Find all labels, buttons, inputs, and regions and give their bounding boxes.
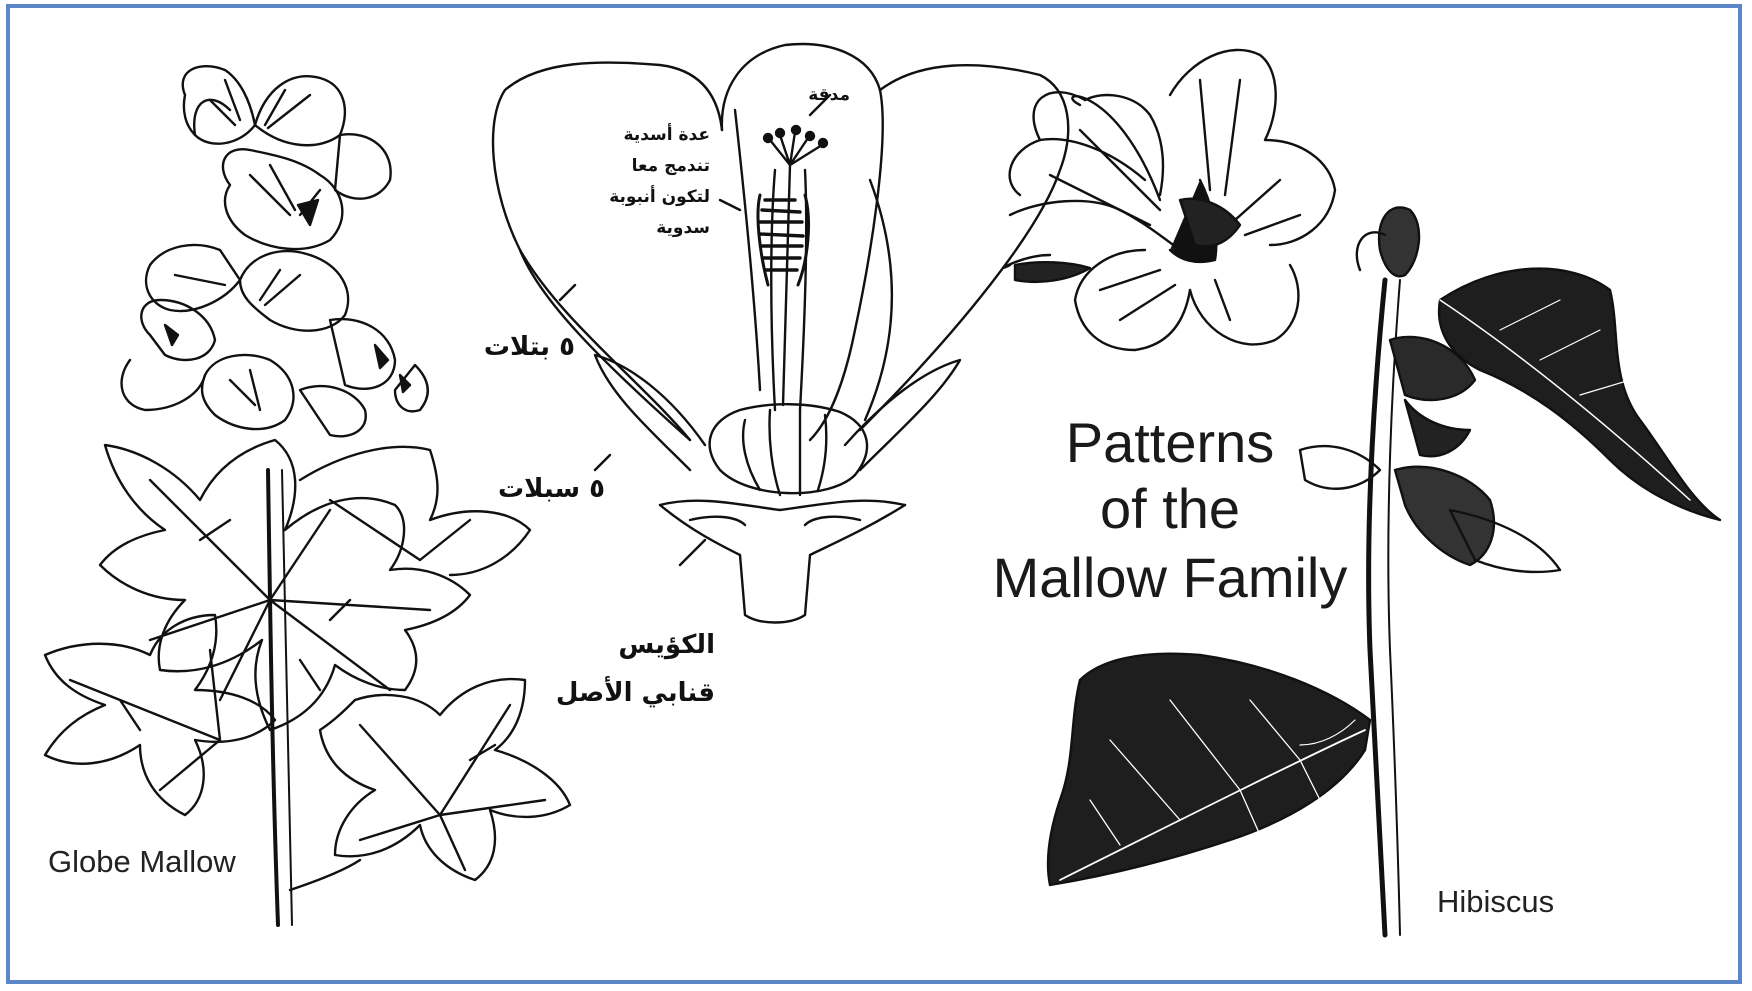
globe-mallow-caption: Globe Mallow — [48, 844, 236, 880]
title-line-1: Patterns — [1010, 410, 1330, 476]
petals-label: ٥ بتلات — [455, 326, 575, 368]
stamens-label-3: لتكون أنبوبة — [580, 182, 710, 213]
calyx-label-2: قنابي الأصل — [535, 672, 715, 714]
flower-section-drawing — [493, 44, 1068, 622]
stigma-label: مدقة — [790, 80, 850, 111]
stamens-label-1: عدة أسدية — [590, 120, 710, 151]
stamens-label-2: تندمج معا — [590, 151, 710, 182]
title-line-2: of the — [1010, 476, 1330, 542]
calyx-label-1: الكؤيس — [555, 624, 715, 666]
stamens-label-4: سدوية — [590, 213, 710, 244]
sepals-label: ٥ سبلات — [455, 468, 605, 510]
title-line-3: Mallow Family — [930, 545, 1410, 611]
hibiscus-caption: Hibiscus — [1437, 884, 1554, 920]
